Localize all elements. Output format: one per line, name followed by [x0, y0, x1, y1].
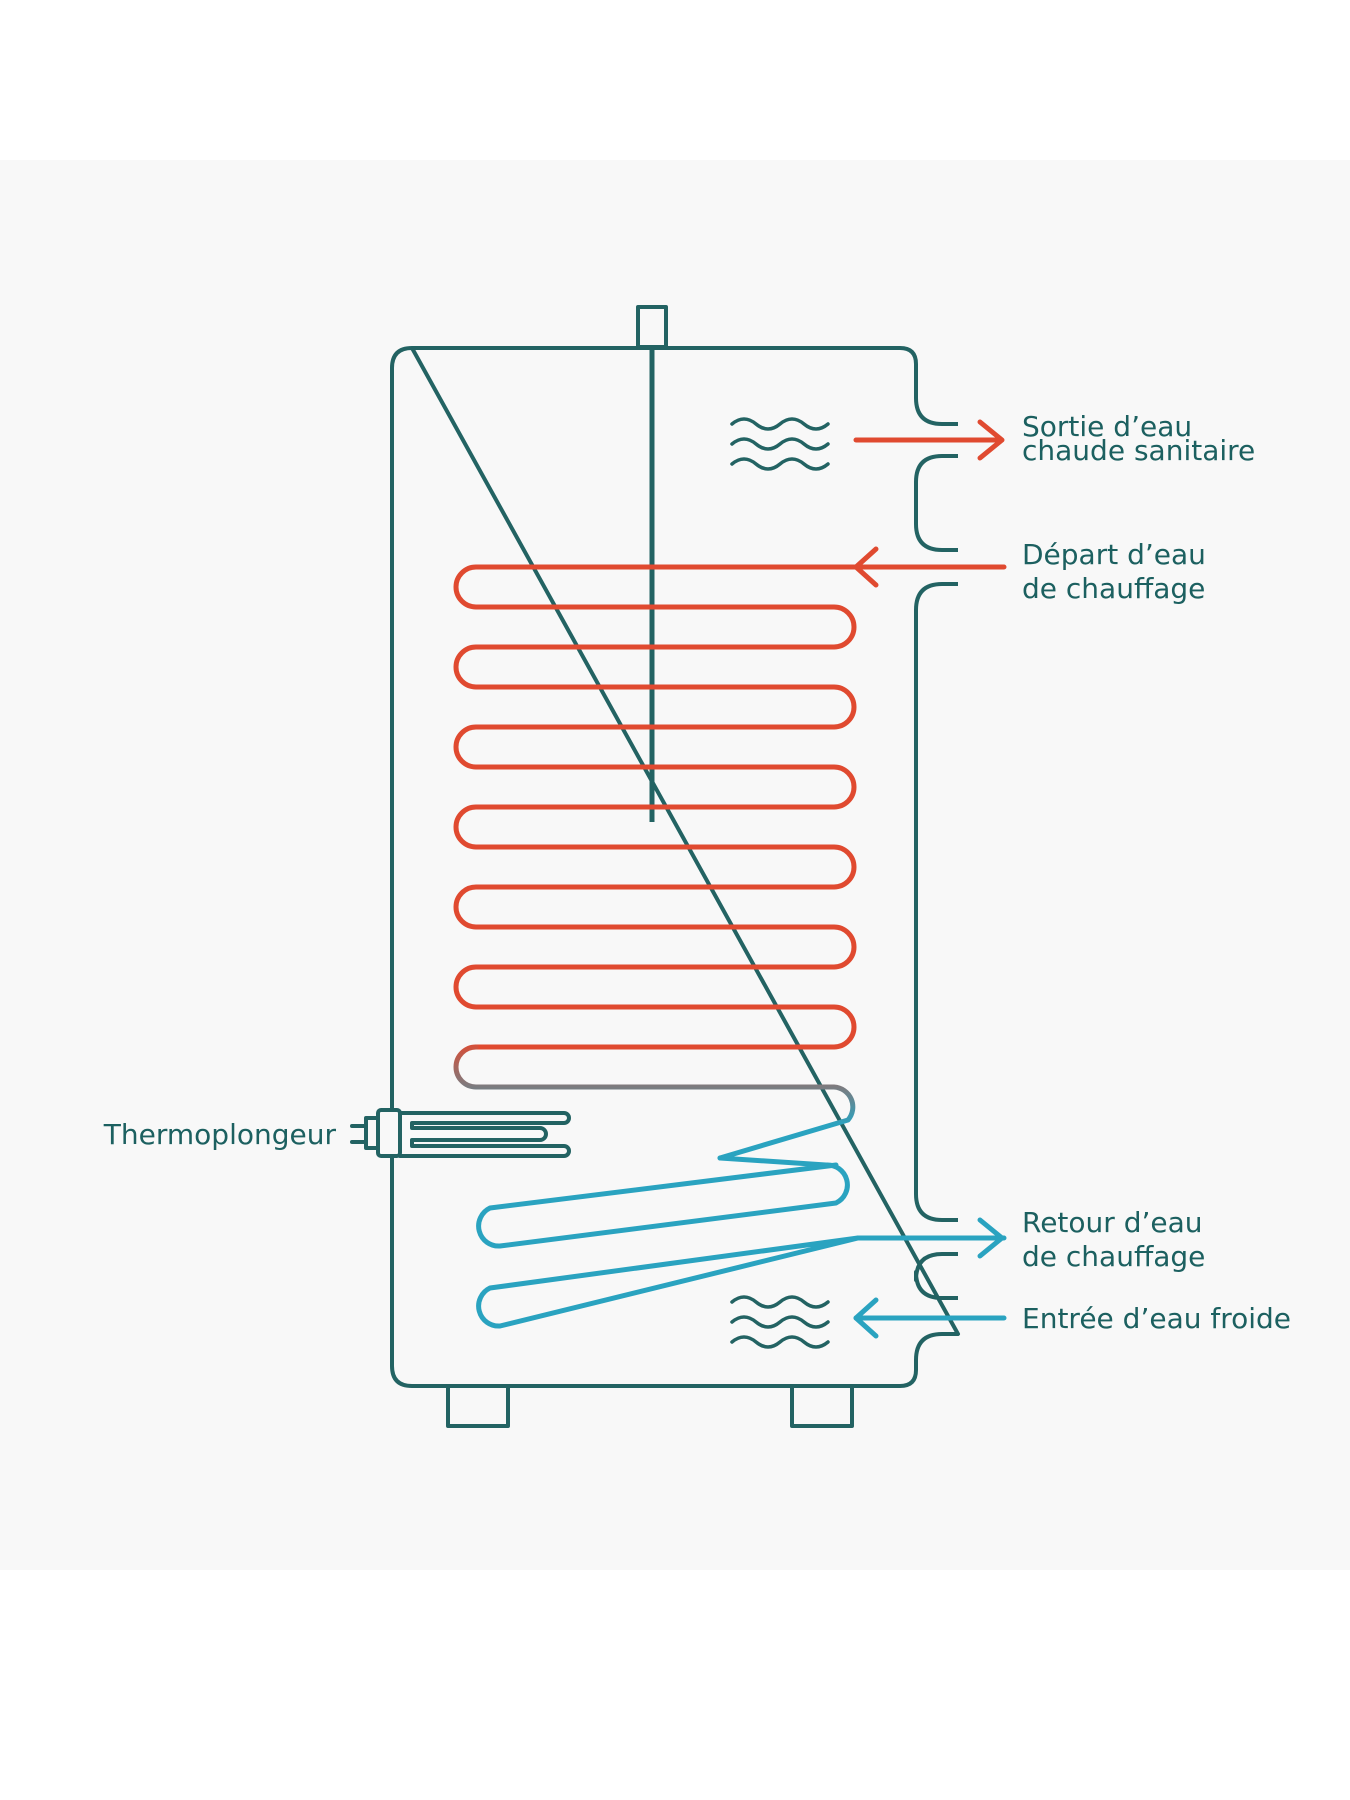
- tank-foot-right: [790, 1384, 854, 1428]
- heating-coil-transition: [453, 1044, 856, 1161]
- immersion-heater-head: [376, 1108, 402, 1158]
- heating-coil-cold-section: [476, 1155, 850, 1249]
- immersion-heater-element: [398, 1111, 571, 1158]
- hot-water-outlet-arrow: [853, 419, 1005, 461]
- cold-water-waves-icon: [730, 1295, 830, 1349]
- heating-flow-arrow: [853, 546, 879, 588]
- immersion-heater-flange: [364, 1116, 380, 1150]
- heating-coil-hot-section: [453, 564, 1007, 1050]
- label-cold-water-inlet: Entrée d’eau froide: [1022, 1302, 1291, 1335]
- tank-outline: [390, 346, 960, 1388]
- heating-return-arrow: [855, 1217, 1005, 1259]
- immersion-heater: [350, 1108, 571, 1158]
- diagram-background: [0, 160, 1350, 1570]
- tank: [390, 305, 960, 1428]
- tank-foot-left: [446, 1384, 510, 1428]
- rod-cap: [636, 305, 668, 349]
- heating-coil: [453, 564, 1007, 1329]
- label-heating-return: Retour d’eau de chauffage: [1022, 1206, 1211, 1273]
- label-immersion-heater: Thermoplongeur: [103, 1118, 337, 1151]
- cold-water-inlet-arrow: [853, 1297, 1007, 1339]
- hot-water-waves-icon: [730, 417, 830, 471]
- label-heating-flow: Départ d’eau de chauffage: [1022, 538, 1215, 605]
- label-hot-water-outlet: Sortie d’eau chaude sanitaire: [1022, 410, 1255, 467]
- heating-coil-return: [476, 1235, 1007, 1329]
